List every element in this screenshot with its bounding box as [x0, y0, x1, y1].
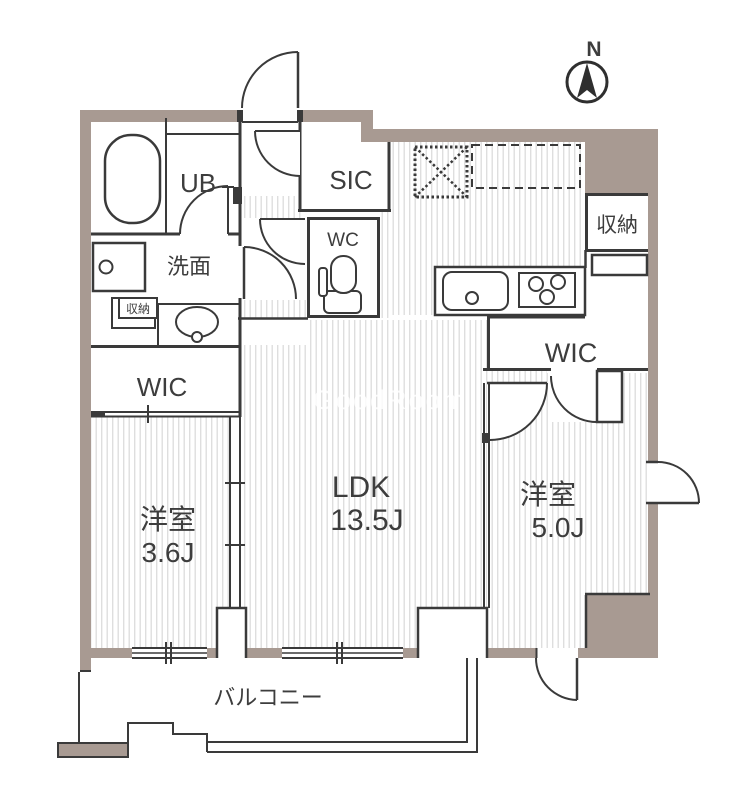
kitchen-counter: [433, 265, 587, 317]
interior-walls: [91, 118, 391, 608]
refrigerator-space-icon: [471, 144, 581, 189]
label-storage-right: 収納: [596, 214, 638, 237]
washbasin-icon: [157, 303, 240, 346]
floor-hatching: [91, 142, 648, 648]
ub-door: [179, 185, 234, 235]
outer-walls: [80, 110, 658, 672]
label-bedroom-right-name: 洋室: [520, 479, 576, 510]
washroom-storage-box: [111, 297, 158, 329]
label-bedroom-right-size: 5.0J: [532, 512, 585, 543]
balcony-outline: [57, 658, 478, 758]
compass-icon: N: [565, 38, 609, 104]
room-labels: UB 洗面 収納 WIC 洋室 3.6J SIC WC LDK 13.5J 収納…: [126, 165, 638, 710]
right-exit-door: [646, 460, 700, 505]
compass-n-label: N: [586, 38, 601, 61]
wic-right-door: [550, 369, 624, 424]
label-bedroom-left-name: 洋室: [140, 504, 196, 535]
entry-door: [237, 51, 303, 123]
balcony-windows: [132, 642, 403, 664]
kitchen-sink-icon: [442, 271, 509, 311]
corridor-doors: [242, 130, 306, 300]
label-bedroom-left-size: 3.6J: [142, 537, 195, 568]
label-sic: SIC: [329, 165, 372, 195]
bedroom-right-west-wall: [482, 383, 490, 608]
toilet-icon: [318, 255, 362, 314]
label-wc: WC: [327, 230, 359, 251]
door-pockets: [215, 606, 489, 658]
bottom-right-block-outline: [584, 592, 650, 648]
kitchen-symbols: [413, 144, 581, 199]
watermark: GoodRoom: [313, 385, 467, 415]
wic-right-walls: [483, 315, 648, 371]
washer-pan-icon: [91, 241, 147, 293]
label-wic-right: WIC: [545, 338, 597, 368]
label-wic-left: WIC: [137, 372, 188, 402]
hood-box-icon: [413, 145, 469, 199]
storage-right-room: [584, 193, 649, 277]
label-ldk-name: LDK: [332, 471, 390, 504]
balcony-door: [535, 648, 579, 701]
label-balcony: バルコニー: [213, 685, 323, 710]
label-ub: UB: [180, 168, 216, 198]
bathtub-icon: [103, 133, 162, 225]
label-ldk-size: 13.5J: [330, 504, 403, 537]
label-washroom-storage: 収納: [126, 302, 150, 316]
label-washroom: 洗面: [167, 254, 211, 279]
bedroom-right-door: [487, 381, 548, 441]
